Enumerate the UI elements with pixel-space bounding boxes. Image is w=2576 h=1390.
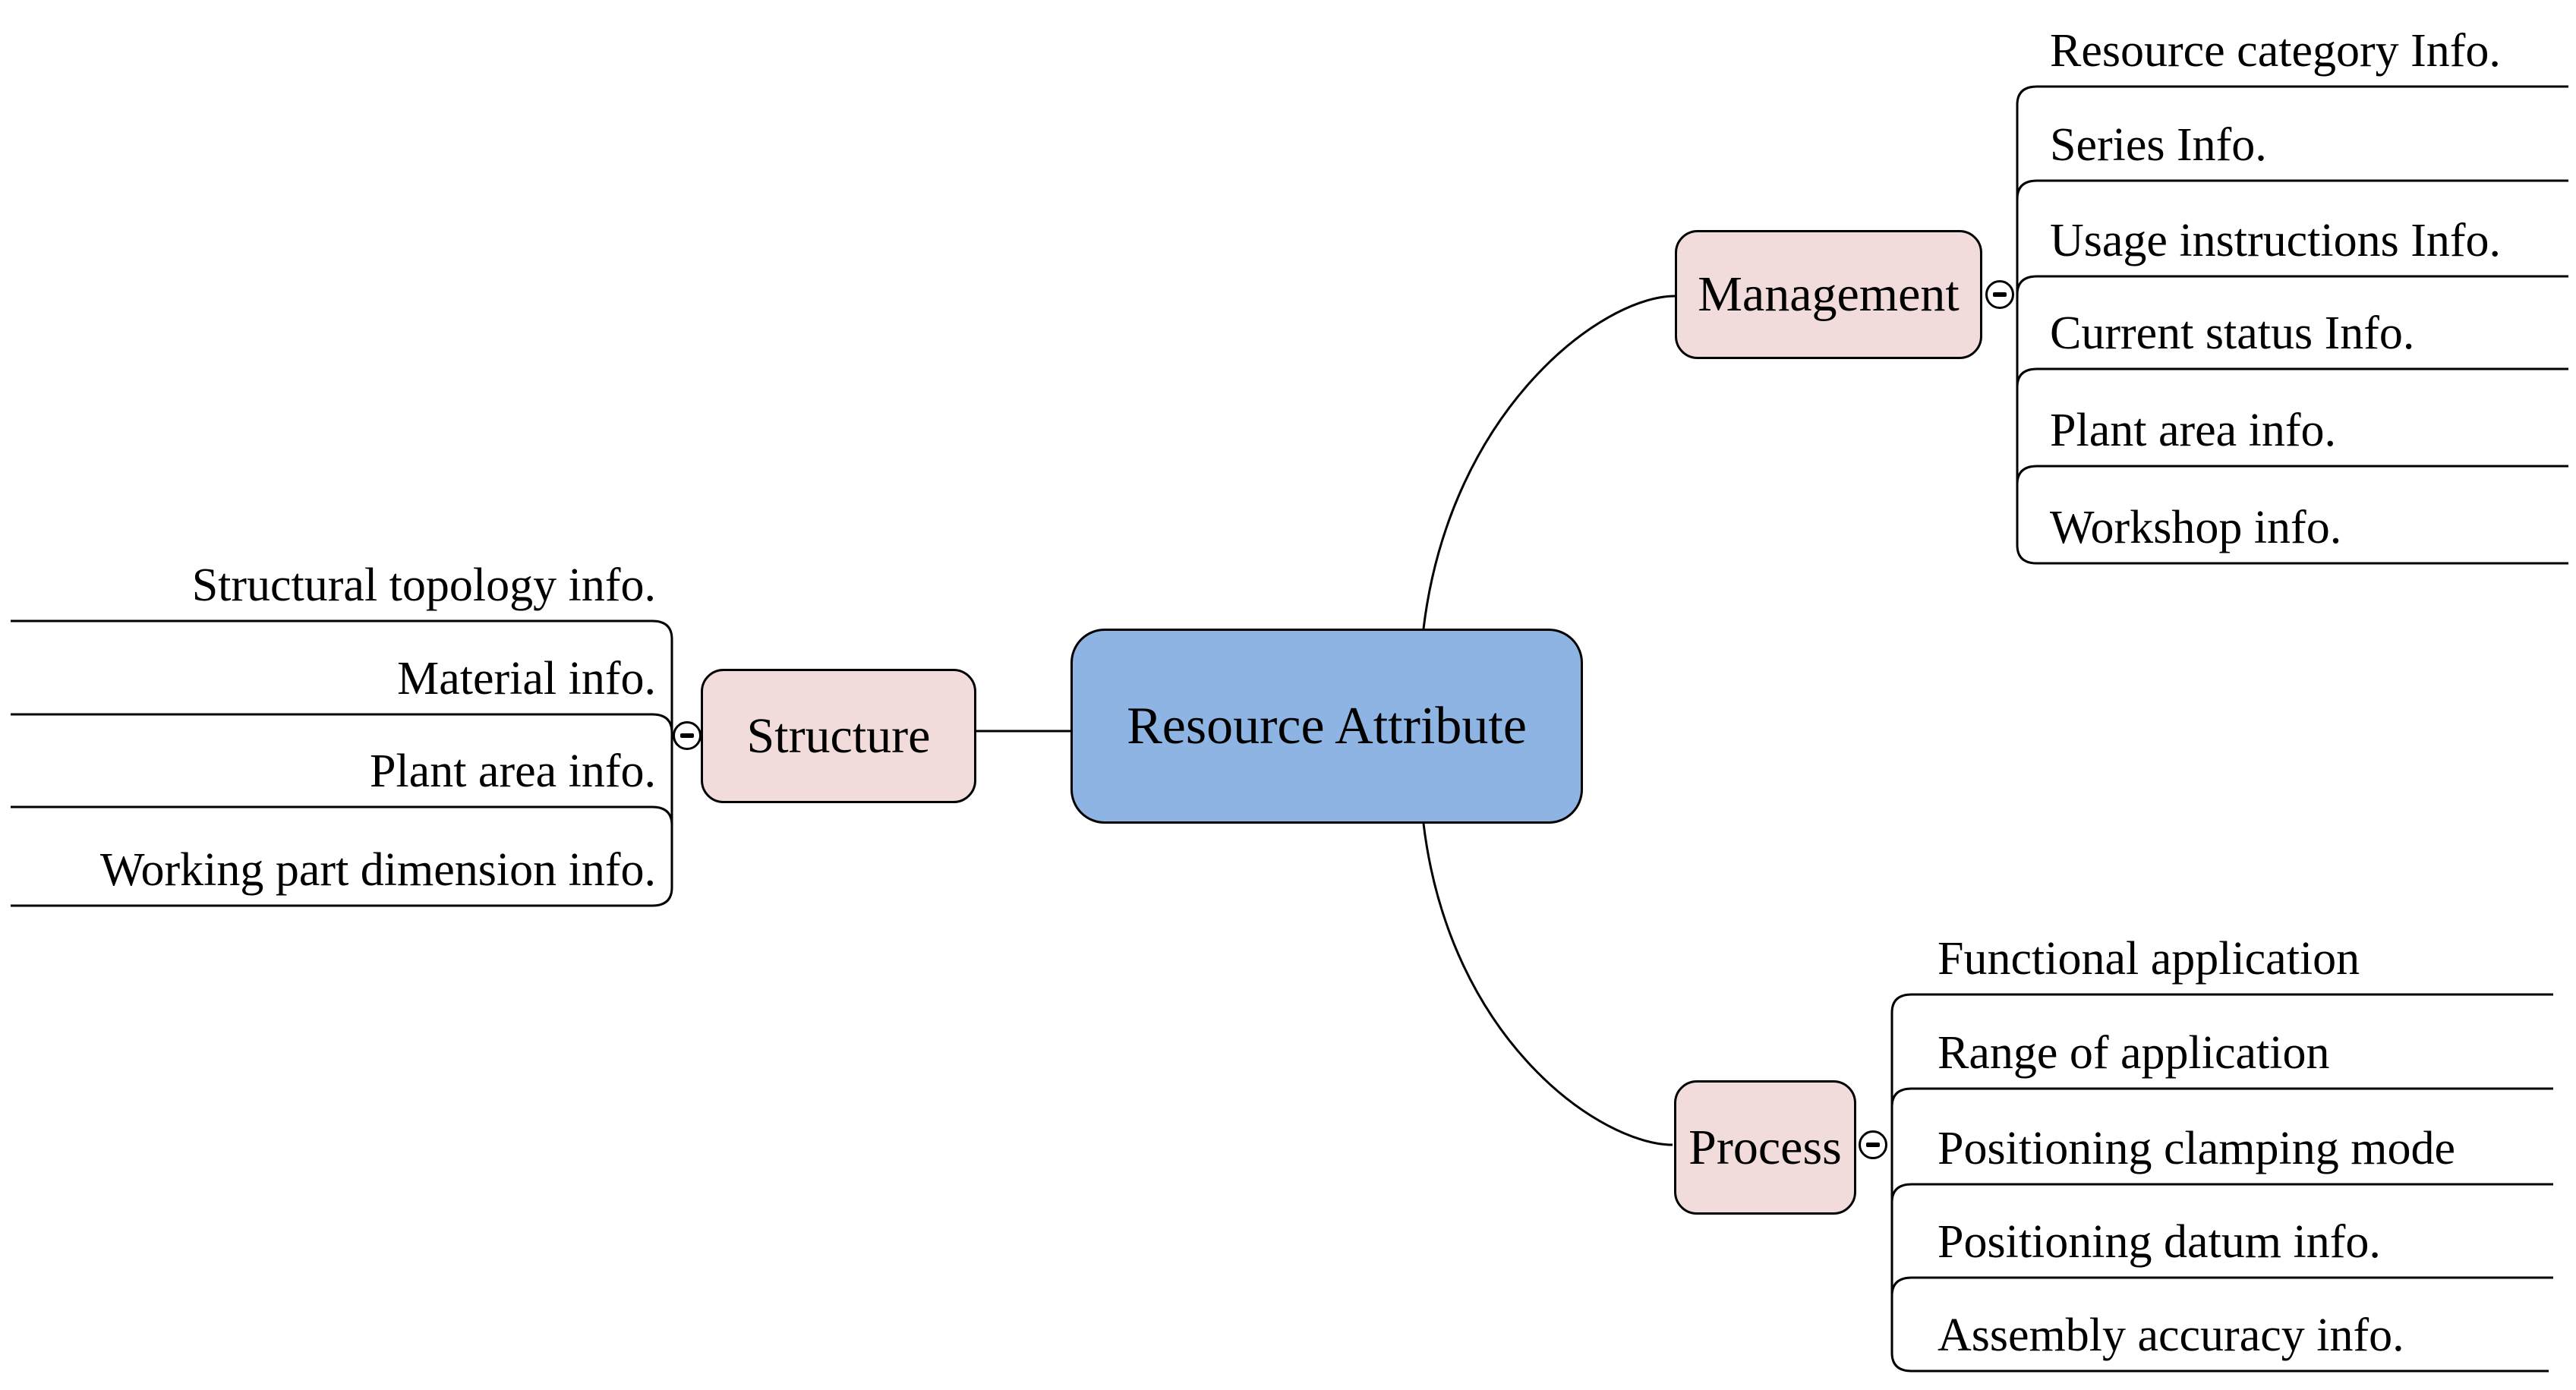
leaf-topic[interactable]: Workshop info. bbox=[2050, 502, 2342, 553]
leaf-topic[interactable]: Resource category Info. bbox=[2050, 25, 2501, 77]
leaf-topic[interactable]: Material info. bbox=[397, 653, 656, 704]
leaf-topic[interactable]: Working part dimension info. bbox=[99, 844, 656, 896]
leaf-topic[interactable]: Range of application bbox=[1938, 1027, 2330, 1079]
root-topic[interactable]: Resource Attribute bbox=[1070, 629, 1583, 824]
leaf-topic[interactable]: Plant area info. bbox=[2050, 405, 2337, 456]
collapse-icon-process[interactable] bbox=[1859, 1130, 1887, 1159]
leaf-topic[interactable]: Usage instructions Info. bbox=[2050, 215, 2502, 266]
connector-root-process bbox=[1422, 823, 1673, 1146]
minus-icon bbox=[1993, 292, 2007, 297]
management-branch-lines bbox=[2016, 85, 2568, 565]
connector-root-management bbox=[1422, 295, 1676, 629]
collapse-icon-management[interactable] bbox=[1985, 280, 2014, 309]
minus-icon bbox=[1866, 1143, 1880, 1147]
branch-topic-structure[interactable]: Structure bbox=[701, 669, 976, 803]
branch-topic-process[interactable]: Process bbox=[1674, 1080, 1856, 1215]
leaf-topic[interactable]: Structural topology info. bbox=[191, 559, 656, 611]
leaf-topic[interactable]: Current status Info. bbox=[2050, 307, 2415, 359]
branch-topic-management[interactable]: Management bbox=[1675, 230, 1982, 359]
leaf-topic[interactable]: Assembly accuracy info. bbox=[1938, 1310, 2404, 1361]
leaf-topic[interactable]: Functional application bbox=[1938, 933, 2360, 985]
minus-icon bbox=[680, 733, 694, 738]
leaf-topic[interactable]: Positioning datum info. bbox=[1938, 1216, 2381, 1268]
process-branch-lines bbox=[1890, 993, 2553, 1373]
collapse-icon-structure[interactable] bbox=[673, 721, 702, 750]
leaf-topic[interactable]: Positioning clamping mode bbox=[1938, 1123, 2455, 1174]
leaf-topic[interactable]: Series Info. bbox=[2050, 119, 2267, 171]
structure-branch-lines bbox=[11, 619, 673, 907]
leaf-topic[interactable]: Plant area info. bbox=[369, 745, 656, 797]
